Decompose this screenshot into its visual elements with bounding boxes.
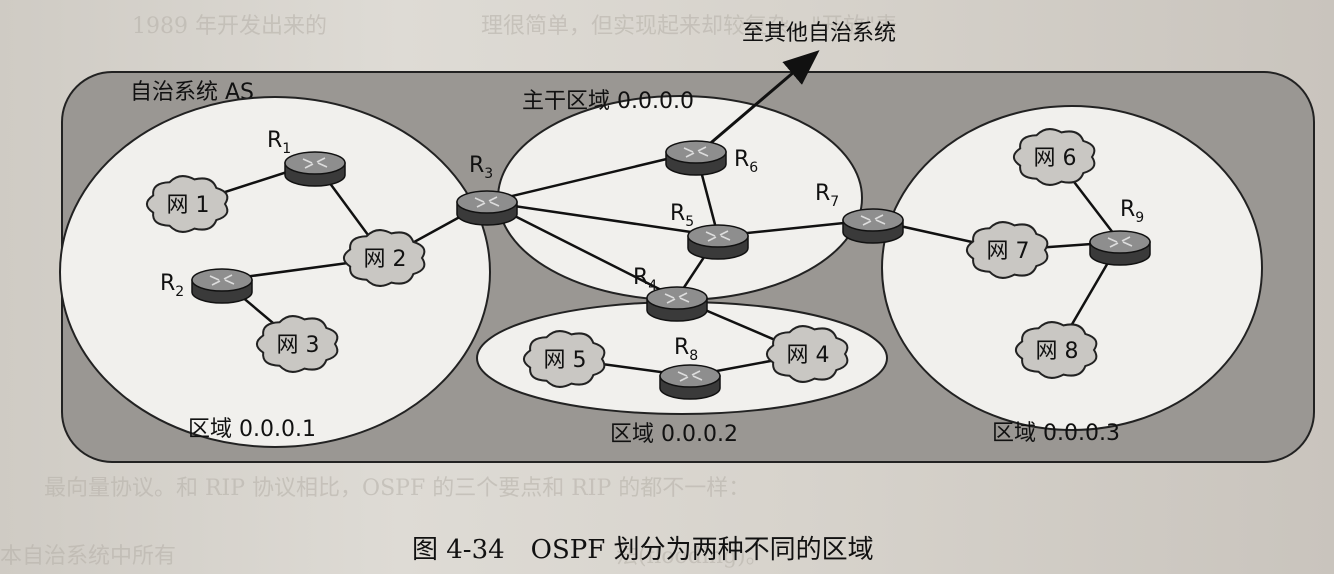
area-label: 区域 0.0.0.3 <box>992 421 1120 446</box>
network-cloud-n1: 网 1 <box>145 175 229 233</box>
router-icon <box>209 274 235 286</box>
area-0-0-0-3-region <box>881 105 1263 431</box>
link-R3-R5 <box>486 200 719 238</box>
network-cloud-n7: 网 7 <box>965 221 1049 279</box>
network-label: 网 5 <box>544 348 587 373</box>
backbone-label: 主干区域 0.0.0.0 <box>522 89 694 114</box>
network-label: 网 3 <box>277 333 320 358</box>
router-R8: R8 <box>659 335 721 400</box>
backbone-area-region <box>497 95 863 301</box>
area-label: 区域 0.0.0.1 <box>188 417 316 442</box>
network-label: 网 8 <box>1036 339 1079 364</box>
router-R2: R2 <box>160 268 253 304</box>
network-cloud-n6: 网 6 <box>1012 128 1096 186</box>
router-icon <box>302 157 328 169</box>
network-label: 网 2 <box>364 247 407 272</box>
router-icon <box>683 146 709 158</box>
network-label: 网 6 <box>1034 146 1077 171</box>
router-R3: R3 <box>456 153 518 226</box>
network-cloud-n4: 网 4 <box>765 325 849 383</box>
router-icon <box>705 230 731 242</box>
router-icon <box>474 196 500 208</box>
network-cloud-n3: 网 3 <box>255 315 339 373</box>
network-label: 网 4 <box>787 343 830 368</box>
router-R1: R1 <box>267 128 346 187</box>
router-R5: R5 <box>670 201 749 260</box>
external-link-arrow <box>705 50 820 149</box>
router-icon <box>1107 236 1133 248</box>
router-label: R2 <box>160 271 184 300</box>
link-R4-R3 <box>486 200 678 300</box>
router-icon <box>664 292 690 304</box>
area-label: 区域 0.0.0.2 <box>610 422 738 447</box>
network-label: 网 1 <box>167 193 210 218</box>
figure-caption: 图 4-34 OSPF 划分为两种不同的区域 <box>412 535 874 565</box>
network-cloud-n5: 网 5 <box>522 330 606 388</box>
link-R3-R6 <box>486 150 697 204</box>
external-label: 至其他自治系统 <box>742 21 896 46</box>
network-cloud-n2: 网 2 <box>342 229 426 287</box>
network-label: 网 7 <box>987 239 1030 264</box>
router-R4: R4 <box>633 265 708 322</box>
router-R6: R6 <box>665 140 758 176</box>
router-R7: R7 <box>815 181 904 244</box>
network-cloud-n8: 网 8 <box>1014 321 1098 379</box>
router-icon <box>677 370 703 382</box>
router-icon <box>860 214 886 226</box>
